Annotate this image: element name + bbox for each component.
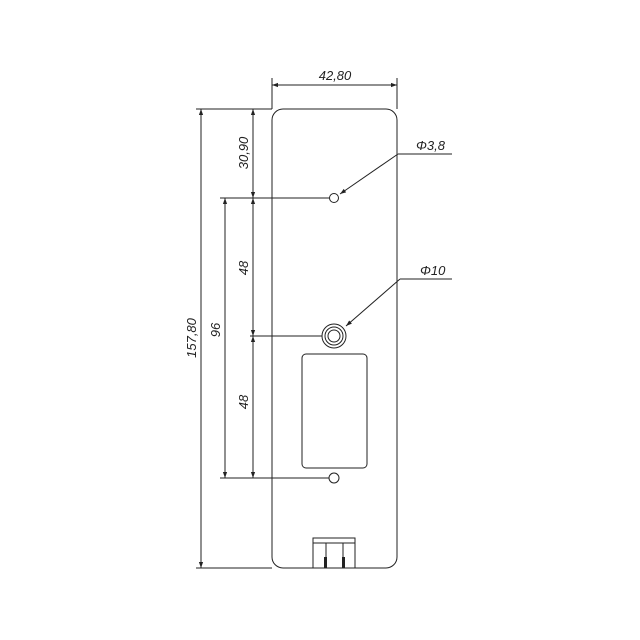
svg-text:Φ3,8: Φ3,8 bbox=[416, 138, 446, 153]
upper-spacing-label: 48 bbox=[236, 260, 251, 275]
small-hole-callout: Φ3,8 bbox=[339, 138, 452, 195]
svg-text:Φ10: Φ10 bbox=[420, 263, 446, 278]
width-dimension-label: 42,80 bbox=[319, 68, 352, 83]
top-offset-label: 30,90 bbox=[236, 136, 251, 169]
small-hole-top bbox=[329, 193, 339, 203]
large-hole-callout: Φ10 bbox=[345, 263, 452, 327]
extension-lines bbox=[196, 78, 398, 569]
small-hole-bottom bbox=[328, 472, 340, 484]
lower-spacing-label: 48 bbox=[236, 394, 251, 409]
plate-outline bbox=[271, 108, 398, 569]
total-height-label: 157,80 bbox=[184, 317, 199, 358]
hole-span-label: 96 bbox=[208, 322, 223, 337]
rectangular-cutout bbox=[301, 353, 368, 469]
connector bbox=[312, 537, 356, 569]
large-hole bbox=[321, 323, 347, 349]
